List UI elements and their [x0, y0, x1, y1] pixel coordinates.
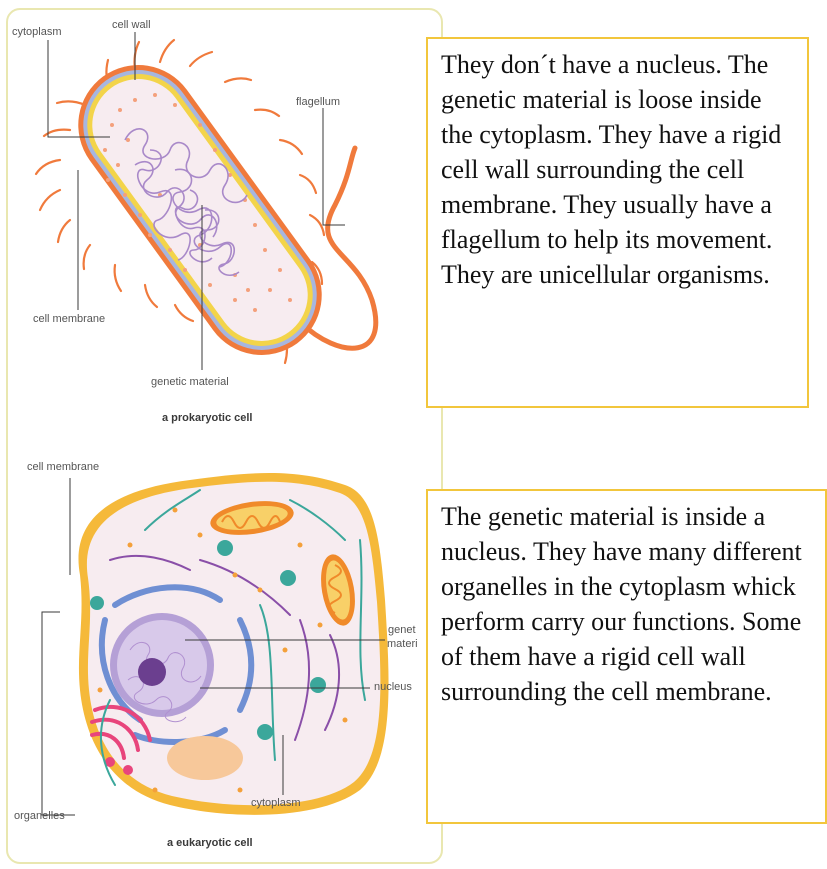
prokaryote-description-box: They don´t have a nucleus. The genetic m… [426, 37, 809, 408]
caption-eukaryotic-cell: a eukaryotic cell [167, 837, 253, 849]
label-flagellum: flagellum [296, 96, 341, 108]
mitochondria [210, 501, 355, 626]
label-cell-wall: cell wall [112, 19, 151, 31]
ribosome-dots [97, 507, 348, 793]
cytoskeleton [99, 489, 366, 786]
label-nucleus: nucleus [374, 681, 412, 693]
label-euk-genetic-line1: genet [388, 624, 416, 636]
label-cell-membrane: cell membrane [33, 313, 106, 325]
label-genetic-material: genetic material [151, 376, 229, 388]
vesicles [90, 540, 326, 740]
eukaryote-description-text: The genetic material is inside a nucleus… [441, 502, 802, 706]
label-euk-cytoplasm: cytoplasm [251, 797, 301, 809]
prokaryote-leader-lines [47, 32, 345, 370]
prokaryote-description-text: They don´t have a nucleus. The genetic m… [441, 50, 782, 289]
eukaryote-cytoplasm [86, 481, 381, 806]
cytoplasm-leader [47, 40, 110, 138]
caption-prokaryotic-cell: a prokaryotic cell [162, 412, 253, 424]
label-organelles: organelles [14, 810, 65, 822]
eukaryote-leader-lines [41, 478, 385, 816]
label-cytoplasm: cytoplasm [12, 26, 62, 38]
label-euk-cell-membrane: cell membrane [27, 461, 100, 473]
organelles-leader [41, 611, 75, 816]
flagellum [297, 145, 379, 351]
golgi-apparatus [90, 704, 152, 775]
chromatin [127, 641, 202, 723]
eukaryotic-cell-drawing [78, 473, 389, 815]
nucleolus [138, 658, 166, 686]
flagellum-leader [322, 108, 345, 226]
prokaryote-cytoplasm [92, 79, 308, 341]
label-euk-genetic-line2: materi [387, 638, 418, 650]
eukaryote-description-box: The genetic material is inside a nucleus… [426, 489, 827, 824]
prokaryotic-cell-drawing [34, 38, 379, 365]
genetic-material-loops [124, 128, 248, 277]
vacuole [167, 736, 243, 780]
